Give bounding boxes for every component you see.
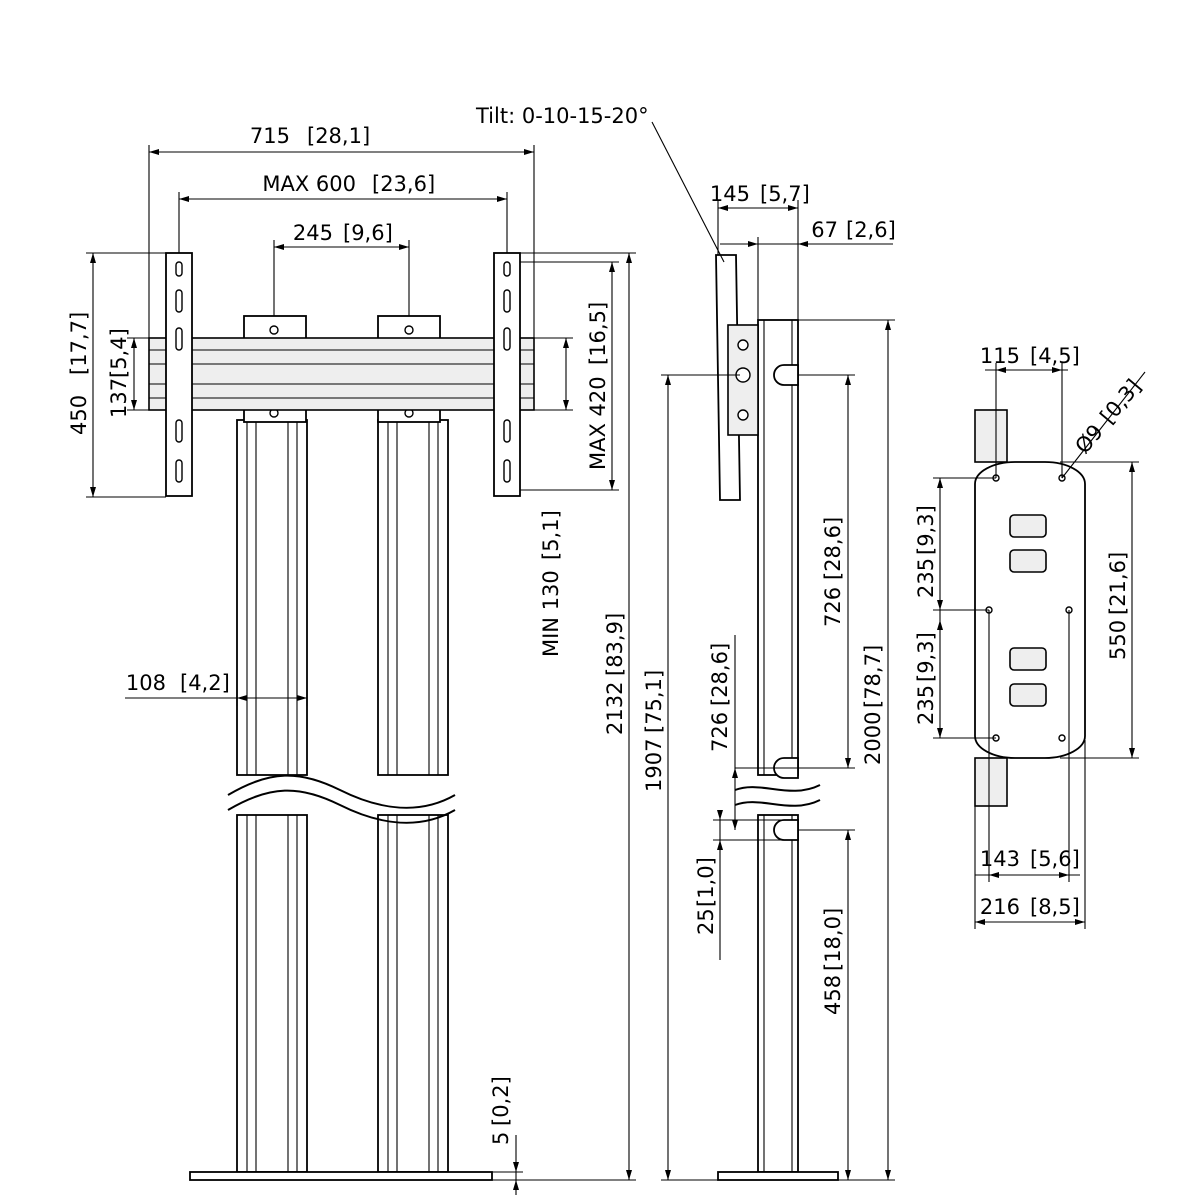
plate-slot <box>1009 647 1047 671</box>
plate-top-hinge <box>974 409 1008 463</box>
dim-726-lower: 726 <box>708 712 732 752</box>
dim-143: 143 <box>980 847 1020 871</box>
dim-137: 137 <box>107 378 131 418</box>
dim-145-inch: [5,7] <box>760 182 810 206</box>
dim-245-inch: [9,6] <box>343 221 393 245</box>
dim-max600-inch: [23,6] <box>372 172 435 196</box>
bracket-screw <box>269 325 279 335</box>
dim-108-inch: [4,2] <box>180 671 230 695</box>
side-view <box>651 121 895 1181</box>
plate-hole <box>1058 734 1066 742</box>
dim-25-inch: [1,0] <box>694 857 718 907</box>
plate-bottom-hinge <box>974 757 1008 807</box>
dim-max600: MAX 600 <box>262 172 356 196</box>
dim-458: 458 <box>821 975 845 1015</box>
side-column <box>757 319 799 776</box>
plate-slot <box>1009 549 1047 573</box>
tilt-label: Tilt: 0-10-15-20° <box>475 104 649 128</box>
right-column <box>377 419 449 1173</box>
bracket-slots <box>175 261 511 483</box>
dim-550: 550 <box>1106 620 1130 660</box>
side-dimensions <box>661 200 895 1181</box>
dim-5: 5 <box>489 1132 513 1145</box>
front-foot-plate <box>189 1171 493 1181</box>
dim-min130: MIN 130 <box>539 570 563 657</box>
side-break-line-top <box>734 784 821 792</box>
dim-2000-inch: [78,7] <box>861 645 885 708</box>
dim-dia9-inch: [0,3] <box>1095 375 1145 429</box>
dim-115-inch: [4,5] <box>1030 344 1080 368</box>
dim-726-upper: 726 <box>821 587 845 627</box>
dim-max420: MAX 420 <box>586 376 610 470</box>
dim-max420-inch: [16,5] <box>586 302 610 365</box>
dim-726-upper-inch: [28,6] <box>821 517 845 580</box>
front-break-line-top <box>227 774 456 809</box>
dim-245: 245 <box>293 221 333 245</box>
side-column-lower <box>757 814 799 1173</box>
dim-1907: 1907 <box>642 739 666 792</box>
dim-715-inch: [28,1] <box>307 124 370 148</box>
dim-216-inch: [8,5] <box>1030 895 1080 919</box>
plate-slot <box>1009 683 1047 707</box>
plate-view <box>933 363 1146 929</box>
dim-2132: 2132 <box>603 682 627 735</box>
side-foot-plate <box>717 1171 839 1181</box>
dim-5-inch: [0,2] <box>489 1076 513 1126</box>
dim-143-inch: [5,6] <box>1030 847 1080 871</box>
dim-235-upper: 235 <box>914 558 938 598</box>
front-view <box>86 145 636 1195</box>
dim-2000: 2000 <box>861 712 885 765</box>
dim-108: 108 <box>126 671 166 695</box>
dim-1907-inch: [75,1] <box>642 670 666 733</box>
dim-216: 216 <box>980 895 1020 919</box>
dim-715: 715 <box>250 124 290 148</box>
left-column <box>236 419 308 1173</box>
dim-67: 67 <box>811 218 838 242</box>
side-hook <box>773 819 799 841</box>
bracket-screw <box>404 325 414 335</box>
dim-25: 25 <box>694 908 718 935</box>
dim-145: 145 <box>710 182 750 206</box>
tilt-leader <box>651 121 725 263</box>
plate-slot <box>1009 514 1047 538</box>
dim-235-lower-inch: [9,3] <box>914 632 938 682</box>
dim-726-lower-inch: [28,6] <box>708 643 732 706</box>
dim-67-inch: [2,6] <box>846 218 896 242</box>
dim-115: 115 <box>980 344 1020 368</box>
dim-450: 450 <box>67 395 91 435</box>
dimension-labels: 715 [28,1] MAX 600 [23,6] 245 [9,6] 108 … <box>67 104 1146 1145</box>
dim-458-inch: [18,0] <box>821 908 845 971</box>
dim-min130-inch: [5,1] <box>539 510 563 560</box>
side-hook <box>773 364 799 386</box>
front-dimensions <box>86 145 636 1195</box>
dim-2132-inch: [83,9] <box>603 613 627 676</box>
front-break-line-bottom <box>227 789 456 824</box>
dim-235-lower: 235 <box>914 685 938 725</box>
dim-235-upper-inch: [9,3] <box>914 505 938 555</box>
crossbar <box>148 337 535 411</box>
dim-550-inch: [21,6] <box>1106 552 1130 615</box>
dim-137-inch: [5,4] <box>107 328 131 378</box>
side-break-line-bottom <box>734 799 821 807</box>
dim-450-inch: [17,7] <box>67 312 91 375</box>
plate-dimensions <box>933 363 1146 929</box>
